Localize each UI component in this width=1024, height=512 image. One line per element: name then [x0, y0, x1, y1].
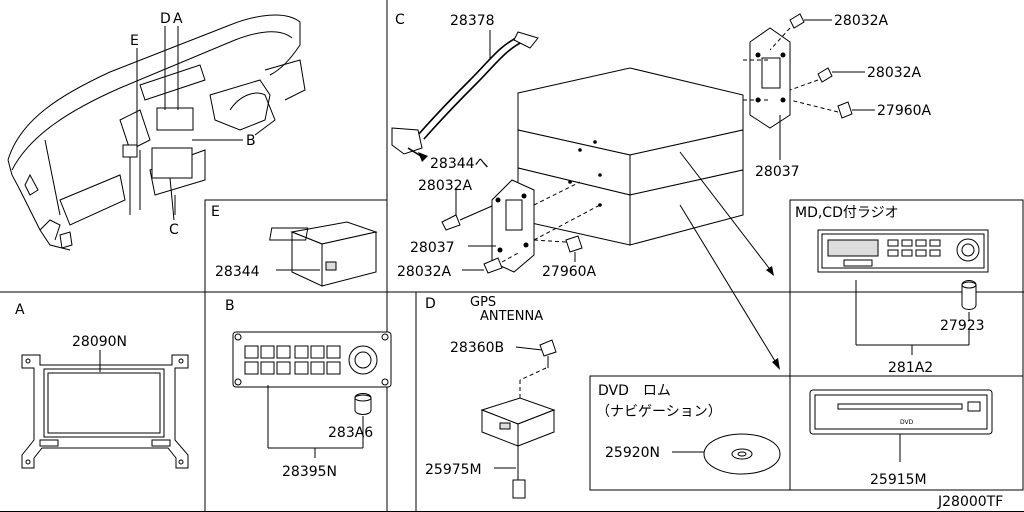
- part-27923: 27923: [940, 318, 985, 334]
- section-c-letter: C: [395, 12, 405, 28]
- section-b: B 283A6 28395N: [225, 298, 392, 480]
- part-281a2: 281A2: [888, 360, 933, 376]
- section-d: D GPS ANTENNA 28360B 25975M: [425, 295, 557, 499]
- callout-c: C: [169, 222, 179, 238]
- part-28032a-top: 28032A: [834, 13, 889, 29]
- md-cd-title: MD,CD付ラジオ: [795, 205, 899, 221]
- callout-b: B: [246, 133, 256, 149]
- section-dvd: DVD ロム （ナビゲーション） 25920N DVD 25915M: [596, 383, 993, 488]
- section-e: E 28344: [211, 204, 378, 287]
- part-28032a-mid: 28032A: [867, 65, 922, 81]
- section-b-letter: B: [225, 298, 235, 314]
- gps-title-line2: ANTENNA: [480, 309, 543, 324]
- part-28344-ref: 28344へ: [430, 156, 489, 172]
- section-e-letter: E: [211, 204, 220, 220]
- dashboard-overview-drawing: D A E B C: [7, 11, 306, 251]
- part-25920n: 25920N: [605, 445, 660, 461]
- callout-a: A: [173, 11, 183, 27]
- svg-text:DVD: DVD: [900, 419, 914, 426]
- section-md-cd-radio: MD,CD付ラジオ 27923 281A2: [795, 205, 989, 376]
- part-28360b: 28360B: [450, 340, 504, 356]
- part-283a6: 283A6: [328, 425, 373, 441]
- callout-d: D: [160, 11, 171, 27]
- section-c: C 28378 28037: [391, 12, 932, 370]
- part-28344: 28344: [215, 264, 260, 280]
- part-28037-left: 28037: [410, 240, 455, 256]
- gps-title-line1: GPS: [470, 295, 496, 310]
- part-28032a-left-bottom: 28032A: [397, 264, 452, 280]
- part-28378: 28378: [450, 13, 495, 29]
- dvd-title-line2: （ナビゲーション）: [596, 404, 722, 420]
- part-28037-right: 28037: [755, 164, 800, 180]
- section-a-letter: A: [15, 302, 25, 318]
- part-27960a-left: 27960A: [542, 264, 597, 280]
- section-a: A 28090N: [15, 302, 189, 469]
- part-25975m: 25975M: [425, 462, 482, 478]
- section-d-letter: D: [425, 296, 436, 312]
- callout-e: E: [130, 33, 139, 49]
- part-28395n: 28395N: [282, 464, 337, 480]
- dvd-title-line1: DVD ロム: [598, 383, 671, 399]
- diagram-code: J28000TF: [937, 494, 1003, 510]
- part-28032a-left-top: 28032A: [418, 178, 473, 194]
- part-25915m: 25915M: [870, 472, 927, 488]
- part-28090n: 28090N: [72, 334, 127, 350]
- part-27960a-right: 27960A: [877, 103, 932, 119]
